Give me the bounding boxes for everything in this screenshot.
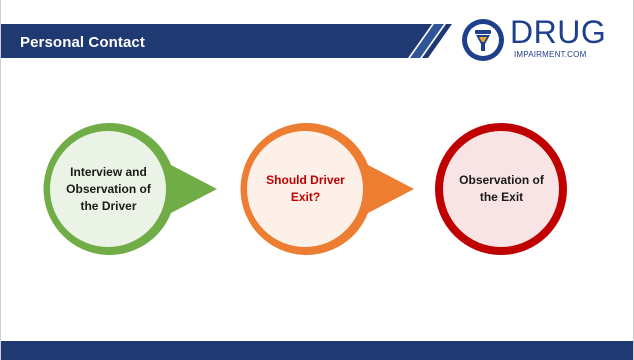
step-shape: [435, 123, 567, 255]
page-title: Personal Contact: [20, 34, 145, 51]
step-label: Interview and Observation of the Driver: [66, 164, 151, 213]
logo-subtext: IMPAIRMENT.COM: [514, 50, 587, 59]
header-graphic: [0, 24, 452, 58]
header-bar: Personal Contact DRUG IMPAIRMENT.COM: [0, 0, 634, 70]
step-shape: [240, 122, 414, 255]
process-step-exit-decision: Should Driver Exit?: [236, 120, 414, 258]
process-step-observation-exit: Observation of the Exit: [432, 120, 570, 258]
header-stripe-1: [410, 24, 444, 58]
step-shape: [43, 122, 217, 255]
step-label: Should Driver Exit?: [266, 173, 345, 204]
header-band: [0, 24, 432, 58]
header-stripe-2: [422, 24, 452, 58]
step-label: Observation of the Exit: [459, 173, 544, 204]
logo-wordmark: DRUG: [510, 14, 607, 50]
pill-bottle-icon: [461, 18, 505, 62]
footer-bar: [0, 341, 634, 360]
process-step-interview: Interview and Observation of the Driver: [39, 120, 217, 258]
